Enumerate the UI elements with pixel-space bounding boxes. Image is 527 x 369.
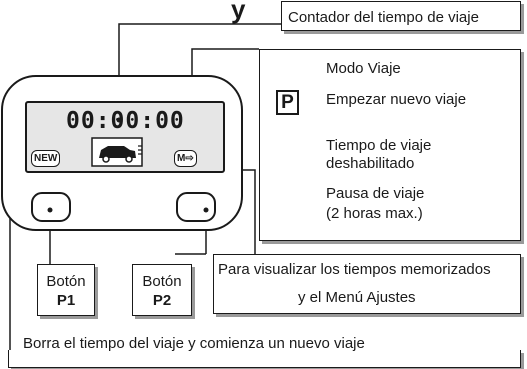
legend-pausa-line1: Pausa de viaje [326,185,425,202]
visualize-line1: Para visualizar los tiempos memorizados [218,261,491,278]
counter-callout-text: Contador del tiempo de viaje [288,9,479,26]
legend-box: Modo Viaje P Empezar nuevo viaje Tiempo … [259,49,521,241]
legend-mode-viaje: Modo Viaje [326,60,401,77]
legend-pausa-line2: (2 horas max.) [326,205,423,222]
reset-callout: Borra el tiempo del viaje y comienza un … [8,336,521,368]
button-p1-id: P1 [56,292,76,309]
legend-tiempo-line1: Tiempo de viaje [326,137,432,154]
new-button-label: NEW [31,150,61,167]
p2-physical-button[interactable] [176,192,216,222]
display-time: 00:00:00 [66,108,185,134]
car-icon [99,146,136,158]
button-p2-label: Botón P2 [132,264,192,316]
button-p1-name: Botón [46,273,86,290]
legend-tiempo-line2: deshabilitado [326,155,415,172]
visualize-line2: y el Menú Ajustes [298,289,416,306]
mode-button-label: M⇨ [174,150,197,167]
counter-callout: Contador del tiempo de viaje [281,1,521,31]
title-fragment: y [231,0,246,24]
button-p1-label: Botón P1 [37,264,95,316]
p1-physical-button[interactable] [31,192,71,222]
visualize-callout: Para visualizar los tiempos memorizados … [213,254,521,314]
legend-nuevo-viaje: Empezar nuevo viaje [326,91,467,108]
button-p2-name: Botón [142,273,182,290]
parking-p-icon: P [276,90,299,115]
reset-callout-text: Borra el tiempo del viaje y comienza un … [23,335,365,352]
button-p2-id: P2 [152,292,172,309]
